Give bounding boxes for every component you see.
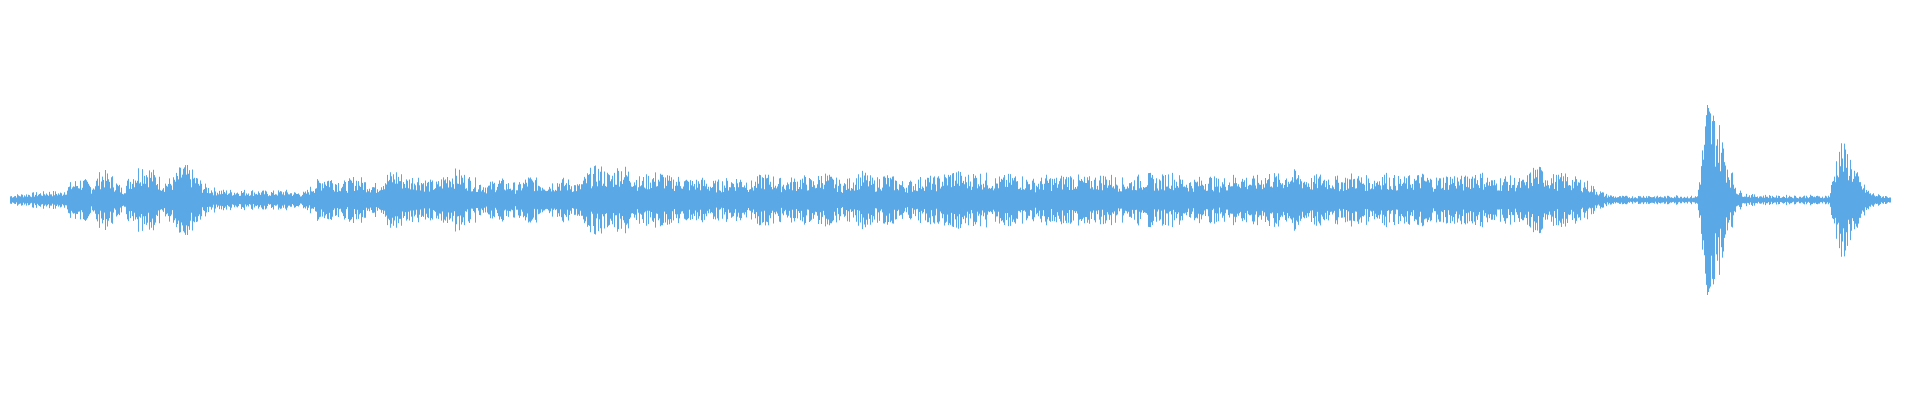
waveform-samples	[10, 105, 1891, 295]
waveform-trace	[10, 105, 1891, 295]
